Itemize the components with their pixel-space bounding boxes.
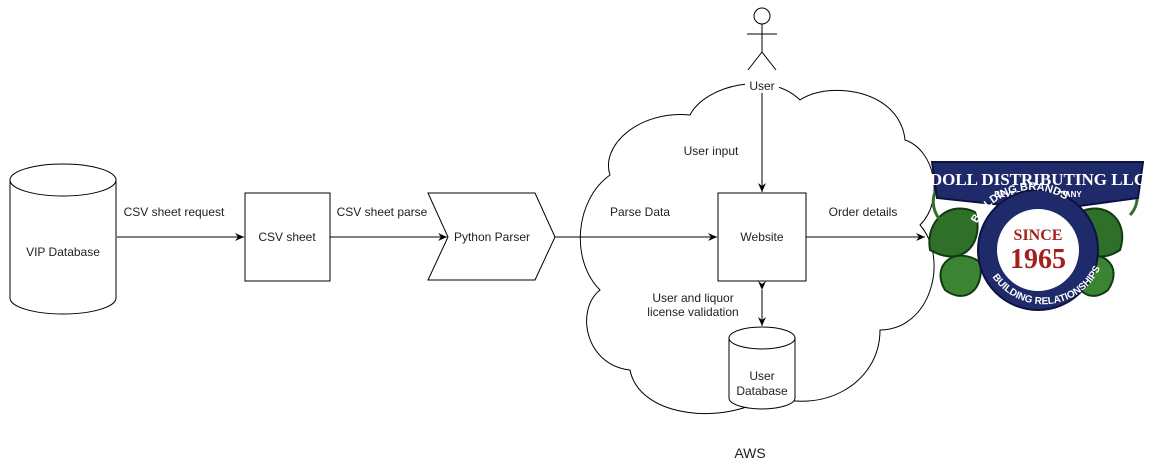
order-details-label: Order details bbox=[829, 205, 898, 219]
validation-label-line1: User and liquor bbox=[652, 291, 733, 305]
edge-labels: CSV sheet request CSV sheet parse Parse … bbox=[124, 144, 898, 319]
csv-sheet-parse-label: CSV sheet parse bbox=[337, 205, 428, 219]
user-database-label-line2: Database bbox=[736, 384, 788, 398]
website-node: Website bbox=[717, 192, 807, 282]
user-actor-label: User bbox=[749, 79, 774, 93]
vip-database: VIP Database bbox=[9, 163, 117, 315]
validation-label-line2: license validation bbox=[647, 305, 738, 319]
csv-sheet-request-label: CSV sheet request bbox=[124, 205, 225, 219]
parse-data-label: Parse Data bbox=[610, 205, 670, 219]
user-actor: User bbox=[745, 7, 779, 93]
leaf-icon bbox=[939, 254, 982, 297]
website-label: Website bbox=[740, 230, 783, 244]
vip-database-label: VIP Database bbox=[26, 245, 100, 259]
logo-banner bbox=[930, 161, 1145, 212]
edges bbox=[117, 90, 925, 326]
logo-banner-title: DOLL DISTRIBUTING LLC bbox=[930, 170, 1146, 189]
python-parser-label: Python Parser bbox=[454, 230, 530, 244]
aws-label: AWS bbox=[734, 445, 765, 461]
csv-sheet-node: CSV sheet bbox=[244, 192, 331, 282]
doll-distributing-logo: DOLL DISTRIBUTING LLC BEVERAGE COMPANY B… bbox=[928, 161, 1146, 311]
python-parser-node: Python Parser bbox=[427, 192, 556, 281]
logo-since: SINCE bbox=[1014, 227, 1063, 244]
logo-year: 1965 bbox=[1010, 244, 1066, 275]
user-database: User Database bbox=[728, 326, 796, 410]
user-input-label: User input bbox=[684, 144, 739, 158]
user-database-label-line1: User bbox=[749, 369, 774, 383]
csv-sheet-label: CSV sheet bbox=[258, 230, 316, 244]
